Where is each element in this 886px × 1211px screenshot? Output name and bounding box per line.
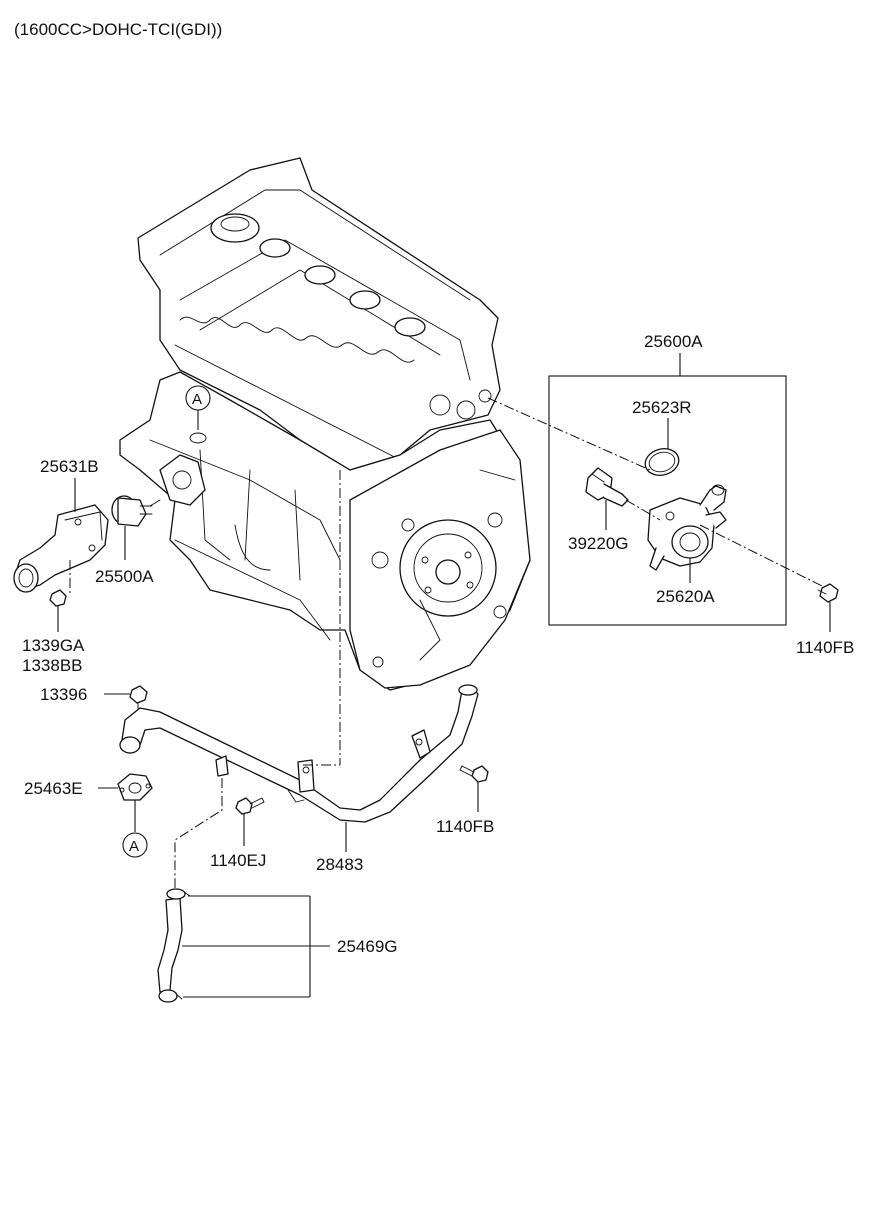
part-25620a-water-outlet-housing (647, 484, 727, 571)
callout-13396: 13396 (40, 685, 87, 704)
callout-25463e: 25463E (24, 779, 83, 798)
group-box-25600a (548, 375, 787, 626)
engine-block-illustration (119, 157, 531, 691)
svg-text:A: A (129, 838, 139, 855)
callout-1140fb-right: 1140FB (796, 638, 854, 657)
part-28483-water-pipe (119, 684, 479, 823)
callout-25623r: 25623R (632, 398, 692, 417)
callout-1140fb-middle: 1140FB (436, 817, 494, 836)
part-25623r-o-ring (644, 448, 680, 476)
callout-25620a: 25620A (656, 587, 715, 606)
callout-1339ga: 1339GA (22, 636, 85, 655)
part-1339ga-nut (49, 560, 71, 607)
part-39220g-temperature-sensor (585, 467, 629, 507)
part-25469g-hose (157, 888, 191, 1003)
part-1140ej-bolt (235, 797, 265, 815)
reference-mark-a-bottom: A (122, 800, 148, 858)
reference-mark-a-top: A (185, 385, 211, 444)
svg-text:A: A (192, 391, 202, 408)
callout-25500a: 25500A (95, 567, 154, 586)
callout-39220g: 39220G (568, 534, 629, 553)
callout-25631b: 25631B (40, 457, 99, 476)
part-1140fb-bolt-middle (459, 765, 489, 783)
callout-25600a: 25600A (644, 332, 703, 351)
part-1140fb-bolt-right (817, 583, 839, 603)
callout-25469g: 25469G (337, 937, 398, 956)
callout-1338bb: 1338BB (22, 656, 83, 675)
diagram-title: (1600CC>DOHC-TCI(GDI)) (14, 20, 222, 39)
callout-28483: 28483 (316, 855, 363, 874)
part-25463e-gasket (117, 773, 153, 801)
part-13396-nut (129, 685, 148, 713)
part-25500a-thermostat (111, 495, 161, 527)
callout-1140ej: 1140EJ (210, 851, 266, 870)
part-25631b-water-inlet-fitting (13, 504, 109, 593)
bracket-25469g (182, 895, 330, 998)
